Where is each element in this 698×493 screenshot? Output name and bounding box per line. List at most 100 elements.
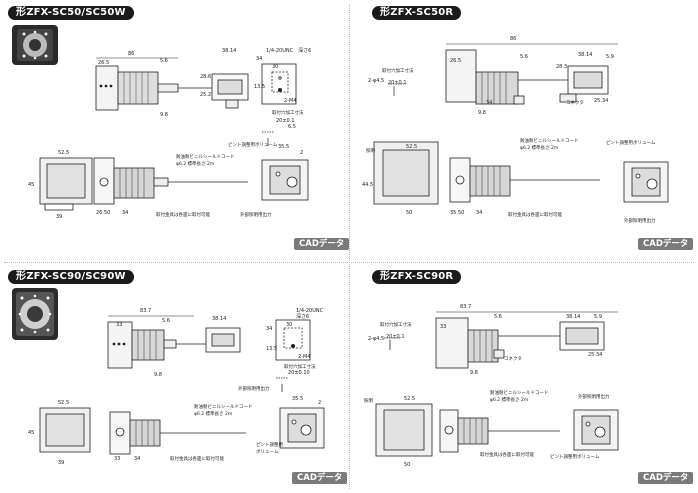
dim-tol-90r: 20±0.1 — [386, 334, 405, 340]
dim-28-6: 28.6 — [200, 74, 211, 80]
dim-33-b-90: 33 — [114, 456, 120, 462]
dim-2: 2 — [300, 150, 303, 156]
dim-unc-90: 1/4-20UNC — [296, 308, 324, 314]
note-focus-sc90: ピント調整用 — [256, 441, 283, 448]
dim-83-7: 83.7 — [140, 308, 151, 314]
dim-26-5: 26.5 — [98, 60, 109, 66]
dim-33: 33 — [116, 322, 122, 328]
dim-5-6-r: 5.6 — [520, 54, 528, 60]
note-metal-sc90: 取付金具は各面に取付可能 — [170, 455, 224, 462]
model-title-sc90r: 形ZFX-SC90R — [372, 270, 462, 284]
dim-35-50-r: 35.50 — [450, 210, 464, 216]
dim-30: 30 — [272, 64, 278, 70]
note-focus-sc90r: ピント調整用ボリューム — [550, 453, 600, 460]
dim-5-9-90r: 5.9 — [594, 314, 602, 320]
note-vinyl2-sc50: φ6.2 標準長さ 2m — [176, 160, 214, 167]
note-vinyl-sc90: 耐油耐ビニルシールドコード — [194, 403, 253, 410]
note-vinyl2-sc50r: φ6.2 標準長さ 2m — [520, 144, 558, 151]
dim-26-5-r: 26.5 — [450, 58, 461, 64]
dim-52-5-r: 52.5 — [406, 144, 417, 150]
note-focus-sc50r: ピント調整用ボリューム — [606, 139, 656, 146]
dim-6-5: 6.5 — [288, 124, 296, 130]
dim-83-7-r: 83.7 — [460, 304, 471, 310]
dim-2-phi-r: 2-φ4.5 — [368, 78, 384, 84]
dim-25-2: 25.2 — [200, 92, 211, 98]
note-connector-sc50r: コネクタ — [566, 99, 584, 106]
note-mount-sc50r: 取付穴加工寸法 — [382, 67, 414, 74]
camera-photo-sc50 — [12, 25, 58, 65]
dim-unc: 1/4-20UNC 深さ6 — [266, 47, 311, 54]
note-metal-sc50: 取付金具は各面に取付可能 — [156, 211, 210, 218]
note-lighting-sc50r: 照明 — [366, 148, 375, 154]
note-lamp-sc90r: 外部照明用出力 — [578, 393, 610, 400]
note-vinyl-sc50: 耐油耐ビニルシールドコード — [176, 153, 235, 160]
dim-5-6: 5.6 — [160, 58, 168, 64]
note-mount-sc50: 取付穴加工寸法 — [272, 109, 304, 116]
dim-50-r: 50 — [406, 210, 412, 216]
dim-25-34-r: 25.34 — [594, 98, 608, 104]
dim-2-m4-90: 2-M4 — [298, 354, 310, 360]
note-lamp-sc50r: 外部照明用出力 — [624, 217, 656, 224]
note-vinyl-sc50r: 耐油耐ビニルシールドコード — [520, 137, 579, 144]
note-metal-sc90r: 取付金具は各面に取付可能 — [480, 451, 534, 458]
dim-9-8-r: 9.8 — [478, 110, 486, 116]
note-vinyl2-sc90: φ6.2 標準長さ 2m — [194, 410, 232, 417]
dim-39-90: 39 — [58, 460, 64, 466]
quadrant-divider-horizontal — [4, 262, 694, 263]
dim-86: 86 — [128, 51, 134, 57]
dim-34: 34 — [256, 56, 262, 62]
dim-45: 45 — [28, 182, 34, 188]
dim-9-8-90: 9.8 — [154, 372, 162, 378]
dim-86-r: 86 — [510, 36, 516, 42]
dim-13-5-90: 13.5 — [266, 346, 277, 352]
dim-38-14-90: 38.14 — [212, 316, 226, 322]
cad-data-button-sc50[interactable]: CADデータ — [294, 238, 350, 250]
note-focus-sc50: ピント調整用ボリューム — [228, 141, 278, 148]
model-title-sc50r: 形ZFX-SC50R — [372, 6, 462, 20]
dim-52-5-90: 52.5 — [58, 400, 69, 406]
cad-data-button-sc50r[interactable]: CADデータ — [638, 238, 694, 250]
dim-13-5: 13.5 — [254, 84, 265, 90]
note-lighting-sc90r: 照明 — [364, 398, 373, 404]
note-mount-sc90r: 取付穴加工寸法 — [380, 321, 412, 328]
dim-tol-90: 20±0.10 — [288, 370, 310, 376]
dim-38-14-r: 38.14 — [578, 52, 592, 58]
note-lamp-sc90: 外部照明用出力 — [238, 385, 270, 392]
dim-45-90: 45 — [28, 430, 34, 436]
dim-tol-r: 20±0.1 — [388, 80, 407, 86]
dim-5-6-90: 5.6 — [162, 318, 170, 324]
dim-34-r: 34 — [486, 100, 492, 106]
dim-30-90: 30 — [286, 322, 292, 328]
dim-2-90: 2 — [318, 400, 321, 406]
dim-34-b-r: 34 — [476, 210, 482, 216]
dim-52-5: 52.5 — [58, 150, 69, 156]
note-focus2-sc90: ボリューム — [256, 448, 279, 455]
camera-photo-sc90 — [12, 288, 58, 340]
dim-39: 39 — [56, 214, 62, 220]
cad-data-button-sc90r[interactable]: CADデータ — [638, 472, 694, 484]
dim-9-8: 9.8 — [160, 112, 168, 118]
dim-5-6-90r: 5.6 — [494, 314, 502, 320]
quadrant-divider-vertical — [349, 4, 350, 489]
dim-25-34-90r: 25.34 — [588, 352, 602, 358]
dim-34-b: 34 — [122, 210, 128, 216]
dim-35-5: 35.5 — [278, 144, 289, 150]
dim-2-phi-90r: 2-φ4.5 — [368, 336, 384, 342]
dim-34-b-90: 34 — [134, 456, 140, 462]
dim-38-14: 38.14 — [222, 48, 236, 54]
dim-28-3-r: 28.3 — [556, 64, 567, 70]
dim-5-9-r: 5.9 — [606, 54, 614, 60]
cad-data-button-sc90[interactable]: CADデータ — [292, 472, 348, 484]
dim-9-8-90r: 9.8 — [470, 370, 478, 376]
dim-26-50: 26.50 — [96, 210, 110, 216]
dim-52-5-90r: 52.5 — [404, 396, 415, 402]
dim-unc2-90: 深さ6 — [296, 313, 309, 320]
dim-2-m4: 2-M4 — [284, 98, 296, 104]
dim-tol: 20±0.1 — [276, 118, 295, 124]
note-connector-sc90r: コネクタ — [504, 355, 522, 362]
model-title-sc50: 形ZFX-SC50/SC50W — [8, 6, 134, 20]
dim-35-5-90: 35.5 — [292, 396, 303, 402]
note-metal-sc50r: 取付金具は各面に取付可能 — [508, 211, 562, 218]
